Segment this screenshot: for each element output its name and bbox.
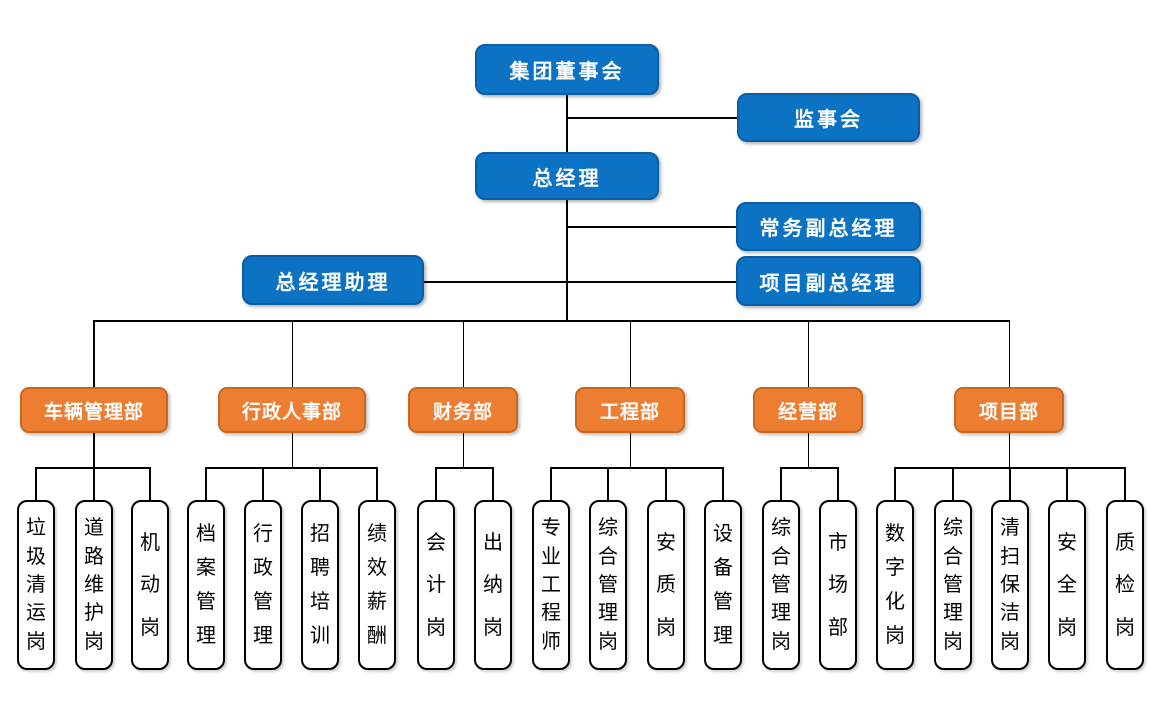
connector-to-exec-deputy xyxy=(567,226,737,228)
post-label: 市场部 xyxy=(828,531,848,639)
post-performance-pay: 绩效薪酬 xyxy=(358,500,396,670)
connector-post-drop xyxy=(93,467,95,500)
post-label: 行政管理 xyxy=(253,523,273,647)
connector-post-drop xyxy=(35,467,37,500)
connector-post-drop xyxy=(376,467,378,500)
connector-post-drop xyxy=(894,467,896,500)
post-label: 综合管理岗 xyxy=(598,517,618,653)
post-quality-inspection: 质检岗 xyxy=(1106,500,1144,670)
connector-post-drop xyxy=(149,467,151,500)
post-label: 会计岗 xyxy=(426,531,446,639)
post-archives-management: 档案管理 xyxy=(187,500,225,670)
post-general-management-operations: 综合管理岗 xyxy=(762,500,800,670)
dept-project: 项目部 xyxy=(954,387,1064,433)
post-label: 绩效薪酬 xyxy=(367,523,387,647)
post-label: 安质岗 xyxy=(656,531,676,639)
post-label: 出纳岗 xyxy=(483,531,503,639)
connector-to-gm-assistant xyxy=(423,281,567,283)
post-label: 清扫保洁岗 xyxy=(1000,517,1020,653)
dept-operations: 经营部 xyxy=(753,387,863,433)
post-label: 设备管理 xyxy=(713,523,733,647)
post-label: 招聘培训 xyxy=(310,523,330,647)
connector-dept-drop xyxy=(291,320,293,387)
node-general-manager: 总经理 xyxy=(475,152,659,200)
connector-post-drop xyxy=(1124,467,1126,500)
connector-post-drop xyxy=(550,467,552,500)
connector-dept-drop xyxy=(807,320,809,387)
connector-post-drop xyxy=(319,467,321,500)
post-accounting: 会计岗 xyxy=(417,500,455,670)
main-bus-line xyxy=(93,320,1010,322)
node-executive-deputy-gm: 常务副总经理 xyxy=(736,202,921,251)
post-equipment-management: 设备管理 xyxy=(704,500,742,670)
node-project-deputy-gm: 项目副总经理 xyxy=(736,256,921,306)
connector-post-drop xyxy=(262,467,264,500)
connector-post-drop xyxy=(492,467,494,500)
post-general-management-project: 综合管理岗 xyxy=(934,500,972,670)
post-road-maintenance: 道路维护岗 xyxy=(75,500,113,670)
dept-admin-hr: 行政人事部 xyxy=(218,387,366,433)
connector-dept-stub xyxy=(93,433,95,467)
post-label: 专业工程师 xyxy=(541,517,561,653)
connector-post-drop xyxy=(607,467,609,500)
post-mobile: 机动岗 xyxy=(131,500,169,670)
sub-bus-line xyxy=(781,467,839,469)
connector-dept-drop xyxy=(629,320,631,387)
dept-engineering: 工程部 xyxy=(575,387,685,433)
connector-to-supervisory xyxy=(567,117,737,119)
connector-dept-stub xyxy=(629,433,631,467)
post-label: 质检岗 xyxy=(1115,531,1135,639)
post-label: 档案管理 xyxy=(196,523,216,647)
connector-dept-stub xyxy=(291,433,293,467)
connector-post-drop xyxy=(435,467,437,500)
post-general-management-engineering: 综合管理岗 xyxy=(589,500,627,670)
post-label: 机动岗 xyxy=(140,531,160,639)
post-label: 综合管理岗 xyxy=(771,517,791,653)
post-safety-quality: 安质岗 xyxy=(647,500,685,670)
connector-dept-stub xyxy=(1008,433,1010,467)
post-cashier: 出纳岗 xyxy=(474,500,512,670)
post-cleaning: 清扫保洁岗 xyxy=(991,500,1029,670)
connector-dept-stub xyxy=(462,433,464,467)
connector-post-drop xyxy=(205,467,207,500)
dept-finance: 财务部 xyxy=(408,387,518,433)
connector-post-drop xyxy=(1009,467,1011,500)
post-label: 数字化岗 xyxy=(885,523,905,647)
post-garbage-collection: 垃圾清运岗 xyxy=(17,500,55,670)
connector-to-project-deputy xyxy=(567,281,737,283)
sub-bus-line xyxy=(206,467,378,469)
connector-dept-drop xyxy=(462,320,464,387)
connector-post-drop xyxy=(665,467,667,500)
post-admin-management: 行政管理 xyxy=(244,500,282,670)
node-supervisory-board: 监事会 xyxy=(737,93,920,142)
post-label: 垃圾清运岗 xyxy=(26,517,46,653)
sub-bus-line xyxy=(436,467,494,469)
post-professional-engineer: 专业工程师 xyxy=(532,500,570,670)
connector-dept-stub xyxy=(807,433,809,467)
post-recruitment-training: 招聘培训 xyxy=(301,500,339,670)
post-digitalization: 数字化岗 xyxy=(876,500,914,670)
connector-gm-trunk xyxy=(566,200,568,321)
post-label: 安全岗 xyxy=(1057,531,1077,639)
dept-vehicle-management: 车辆管理部 xyxy=(20,387,168,433)
connector-board-gm xyxy=(566,95,568,152)
connector-post-drop xyxy=(722,467,724,500)
connector-post-drop xyxy=(780,467,782,500)
connector-post-drop xyxy=(837,467,839,500)
node-board-of-directors: 集团董事会 xyxy=(475,44,659,95)
post-market: 市场部 xyxy=(819,500,857,670)
node-gm-assistant: 总经理助理 xyxy=(242,255,424,305)
sub-bus-line xyxy=(551,467,724,469)
post-safety: 安全岗 xyxy=(1048,500,1086,670)
post-label: 综合管理岗 xyxy=(943,517,963,653)
post-label: 道路维护岗 xyxy=(84,517,104,653)
connector-post-drop xyxy=(952,467,954,500)
connector-post-drop xyxy=(1066,467,1068,500)
connector-dept-drop xyxy=(1008,320,1010,387)
connector-dept-drop xyxy=(93,320,95,387)
